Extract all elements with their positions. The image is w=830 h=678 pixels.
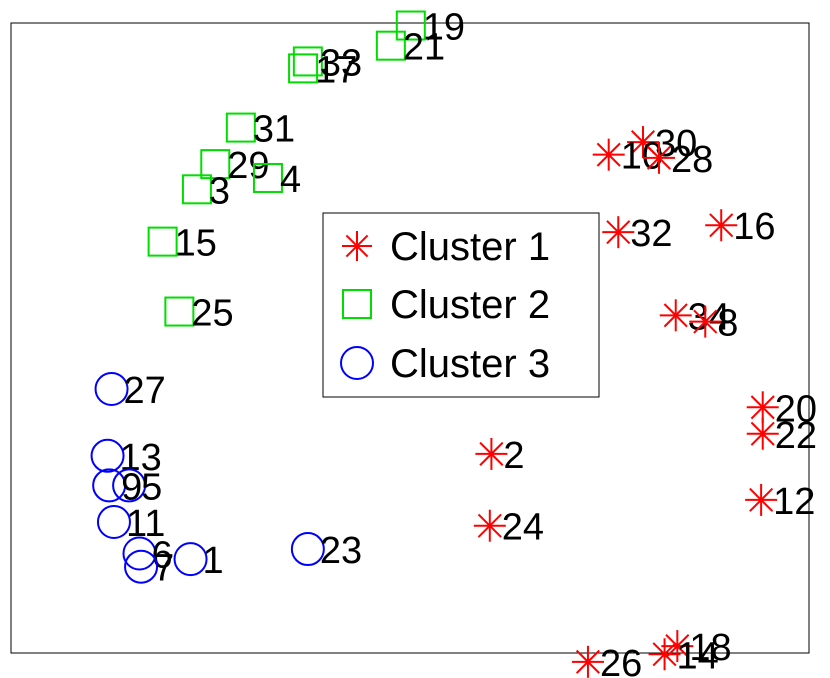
- circle-marker: [124, 549, 159, 584]
- point-label: 12: [773, 481, 815, 523]
- point-label: 31: [253, 109, 295, 151]
- point-label: 17: [315, 49, 357, 91]
- point-label: 22: [775, 415, 817, 457]
- point-label: 20: [775, 388, 817, 430]
- asterisk-marker: [475, 437, 508, 470]
- point-label: 16: [733, 206, 775, 248]
- point-label: 8: [717, 303, 738, 345]
- square-marker: [395, 10, 426, 41]
- asterisk-marker: [705, 209, 738, 242]
- circle-marker: [122, 536, 157, 571]
- point-label: 14: [677, 635, 719, 677]
- circle-marker: [290, 532, 325, 567]
- point-label: 5: [141, 466, 162, 508]
- asterisk-marker: [746, 417, 779, 450]
- point-label: 7: [153, 548, 174, 590]
- legend-entry-cluster-2: Cluster 2: [342, 283, 550, 327]
- point-label: 29: [227, 145, 269, 187]
- legend-label: Cluster 1: [390, 225, 550, 269]
- circle-marker: [90, 438, 125, 473]
- square-marker: [375, 30, 406, 61]
- circle-marker: [96, 504, 131, 539]
- point-label: 25: [191, 293, 233, 335]
- circle-marker: [92, 468, 127, 503]
- point-label: 24: [502, 507, 544, 549]
- point-label: 33: [320, 42, 362, 84]
- legend: Cluster 1 Cluster 2 Cluster 3: [322, 212, 600, 398]
- series-cluster-1: 3010283216348202222412181426: [473, 123, 817, 678]
- legend-entry-cluster-1: Cluster 1: [342, 225, 550, 269]
- point-label: 4: [280, 159, 301, 201]
- asterisk-marker-icon: [342, 231, 372, 261]
- square-marker: [292, 46, 323, 77]
- circle-marker: [112, 468, 147, 503]
- point-label: 10: [621, 136, 663, 178]
- asterisk-marker: [648, 638, 681, 671]
- square-marker: [252, 162, 283, 193]
- circle-marker-icon: [340, 346, 374, 380]
- square-marker: [200, 149, 231, 180]
- legend-label: Cluster 3: [390, 342, 550, 386]
- asterisk-marker: [642, 141, 675, 174]
- square-marker: [181, 174, 212, 205]
- asterisk-marker: [592, 138, 625, 171]
- point-label: 1: [203, 540, 224, 582]
- point-label: 23: [320, 530, 362, 572]
- square-marker-icon: [342, 289, 372, 319]
- circle-marker: [173, 542, 208, 577]
- point-label: 2: [503, 435, 524, 477]
- asterisk-marker: [659, 299, 692, 332]
- point-label: 9: [121, 466, 142, 508]
- point-label: 15: [175, 223, 217, 265]
- point-label: 21: [403, 27, 445, 69]
- circle-marker: [94, 372, 129, 407]
- legend-entry-cluster-3: Cluster 3: [340, 342, 550, 386]
- point-label: 13: [120, 437, 162, 479]
- asterisk-marker: [602, 216, 635, 249]
- asterisk-marker: [746, 391, 779, 424]
- asterisk-marker: [745, 483, 778, 516]
- point-label: 19: [423, 7, 465, 49]
- legend-label: Cluster 2: [390, 283, 550, 327]
- square-marker: [147, 226, 178, 257]
- square-marker: [225, 112, 256, 143]
- asterisk-marker: [689, 305, 722, 338]
- plot-area: [10, 22, 810, 654]
- asterisk-marker: [571, 645, 604, 678]
- square-marker: [288, 53, 319, 84]
- legend-box: [322, 212, 600, 398]
- point-label: 26: [600, 643, 642, 678]
- point-label: 3: [209, 170, 230, 212]
- asterisk-marker: [473, 509, 506, 542]
- point-label: 32: [630, 213, 672, 255]
- point-label: 28: [671, 139, 713, 181]
- point-label: 27: [124, 370, 166, 412]
- points-layer: 3010283216348202222412181426192133173129…: [90, 7, 817, 678]
- point-label: 18: [689, 627, 731, 669]
- square-marker: [164, 296, 195, 327]
